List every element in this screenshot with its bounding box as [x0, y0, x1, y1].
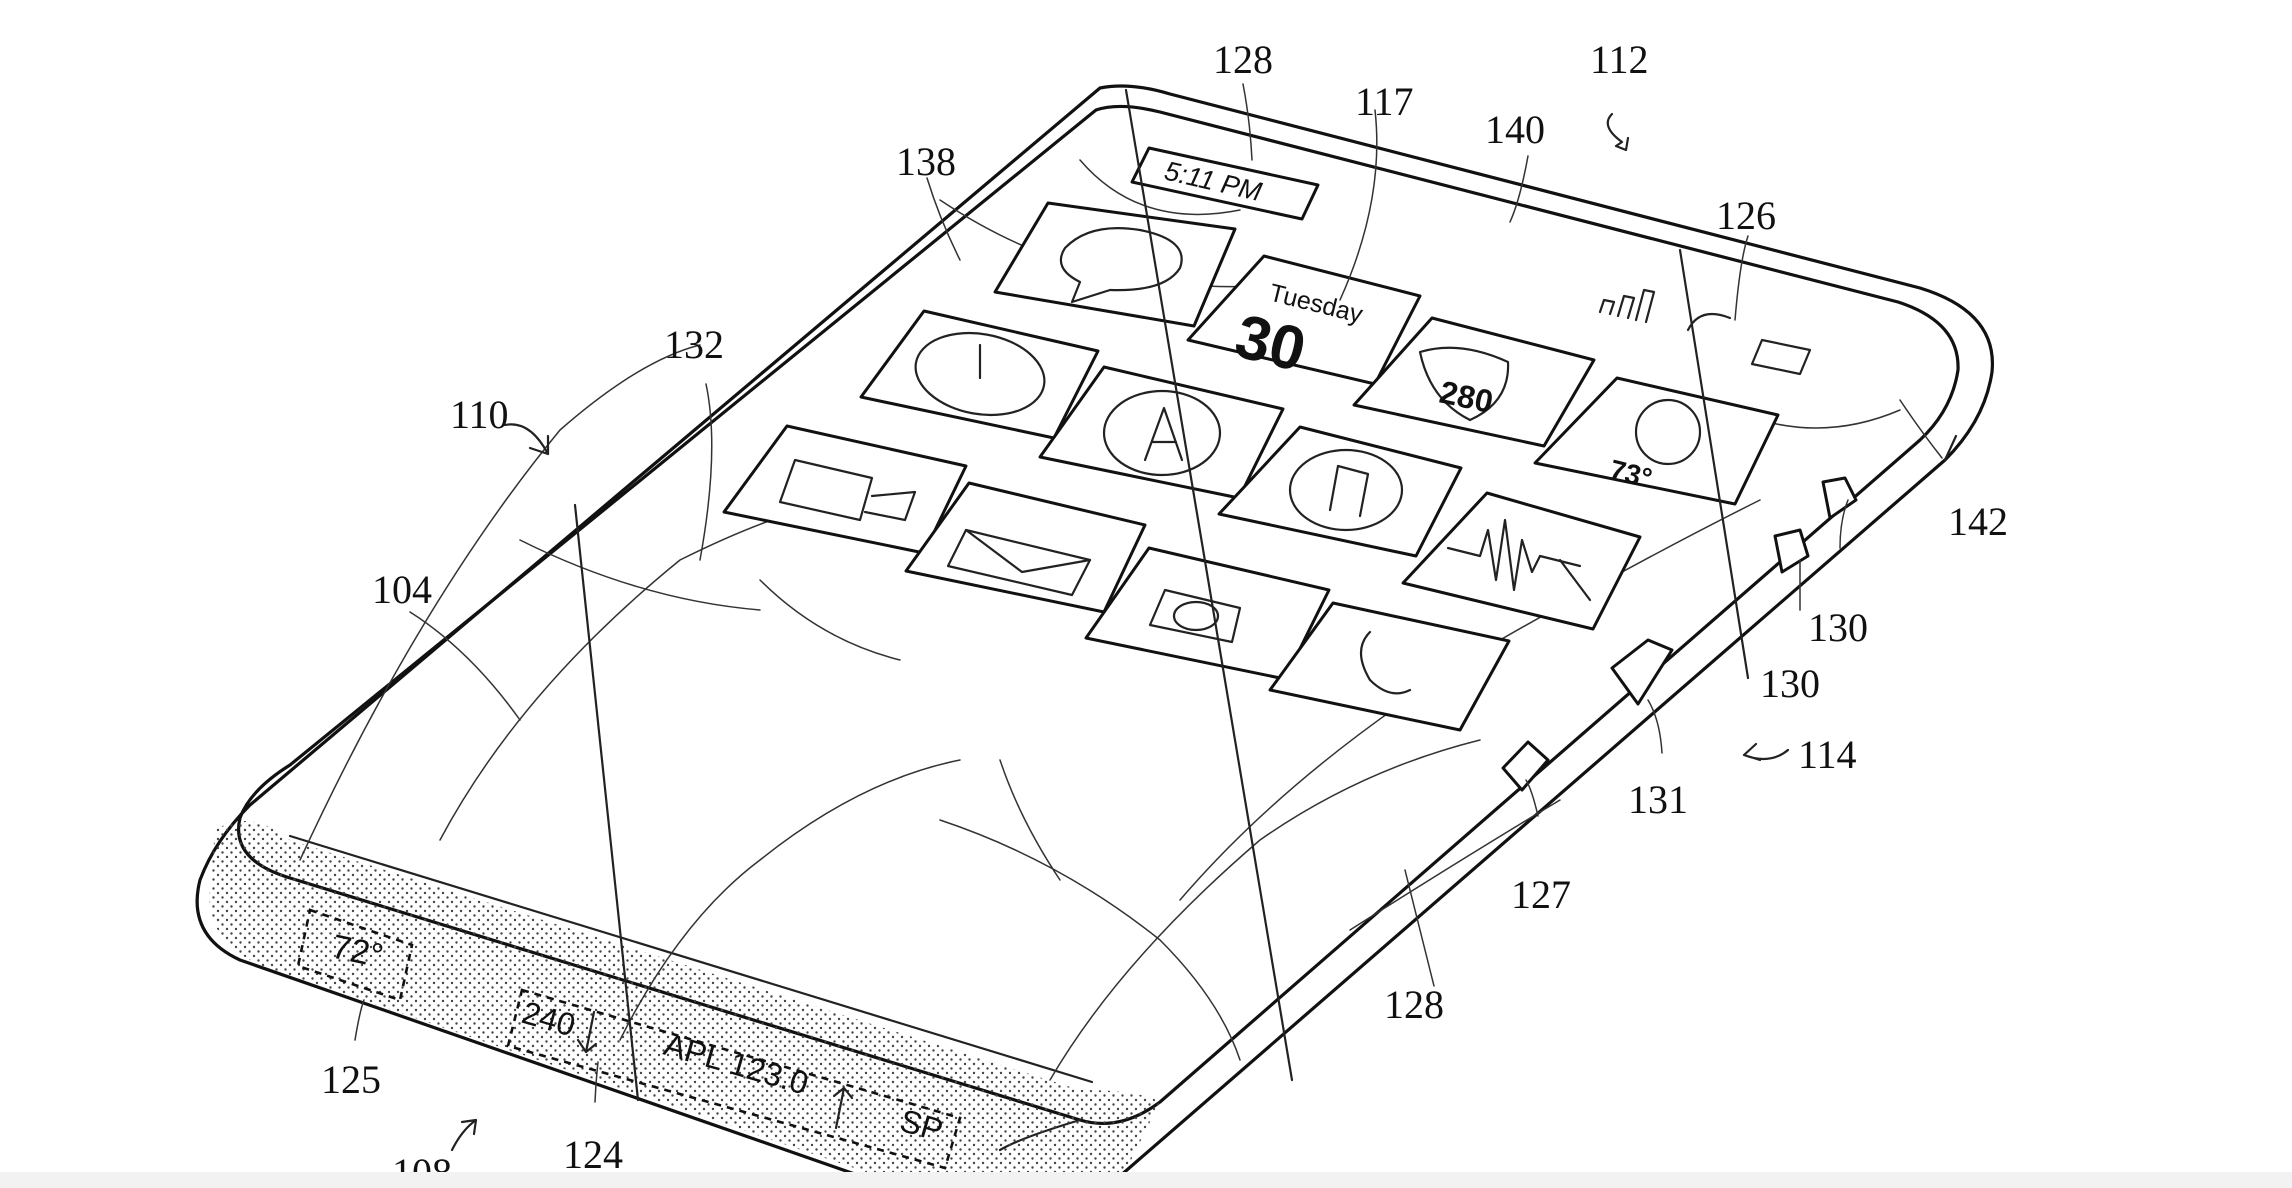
- calendar-day-number: 30: [1229, 302, 1313, 386]
- ref-117: 117: [1355, 79, 1414, 124]
- app-grid: Tuesday 30 280 73°: [722, 201, 1780, 732]
- arrow-110: [503, 423, 550, 456]
- ref-138: 138: [896, 139, 956, 184]
- ref-128-top: 128: [1213, 37, 1273, 82]
- wifi-icon: [1686, 312, 1732, 332]
- ref-131: 131: [1628, 777, 1688, 822]
- ref-130-b: 130: [1760, 661, 1820, 706]
- arrow-114: [1742, 742, 1790, 762]
- voicememo-app-icon: [1401, 491, 1642, 631]
- ref-128-bottom: 128: [1384, 982, 1444, 1027]
- volume-up-button: [1821, 476, 1858, 520]
- messages-app-icon: [993, 201, 1237, 328]
- clock-app-icon: [859, 309, 1100, 440]
- ref-114: 114: [1798, 732, 1857, 777]
- up-arrow-icon: [832, 1086, 854, 1130]
- ref-110: 110: [450, 392, 509, 437]
- wrap-lines: [573, 88, 1750, 1102]
- mail-app-icon: [904, 481, 1147, 614]
- calendar-app-icon: Tuesday 30: [1186, 254, 1422, 386]
- time-display-box: [1130, 146, 1320, 221]
- ref-125: 125: [321, 1057, 381, 1102]
- phone-app-icon: [1268, 601, 1511, 732]
- ref-130-a: 130: [1808, 605, 1868, 650]
- volume-down-button: [1773, 528, 1810, 574]
- arrow-108: [450, 1118, 478, 1152]
- video-app-icon: [722, 424, 968, 555]
- side-controls: [1501, 476, 1858, 792]
- weather-app-icon: 73°: [1533, 376, 1780, 506]
- music-app-icon: [1217, 425, 1463, 558]
- ref-112: 112: [1590, 37, 1649, 82]
- reference-labels: 128 112 117 140 138 126 132 110 142 104 …: [321, 37, 2008, 1188]
- ref-104: 104: [372, 567, 432, 612]
- ref-126: 126: [1716, 193, 1776, 238]
- power-button: [1501, 740, 1550, 792]
- bottom-strip: [0, 1172, 2292, 1188]
- ticker-stock-box: [506, 988, 962, 1170]
- leader-lines: [354, 83, 1943, 1152]
- ref-132: 132: [664, 322, 724, 367]
- ref-140: 140: [1485, 107, 1545, 152]
- maps-app-icon: 280: [1352, 316, 1596, 448]
- side-wireless-icon: [1610, 638, 1674, 706]
- ticker-temp-box: [296, 908, 414, 1002]
- down-arrow-icon: [576, 1010, 598, 1054]
- arrow-112: [1606, 112, 1630, 152]
- battery-icon: [1750, 338, 1812, 376]
- ticker-band: [209, 821, 1161, 1182]
- ref-142: 142: [1948, 499, 2008, 544]
- ref-127: 127: [1511, 872, 1571, 917]
- ref-124: 124: [563, 1132, 623, 1177]
- signal-strength-icon: [1598, 288, 1656, 324]
